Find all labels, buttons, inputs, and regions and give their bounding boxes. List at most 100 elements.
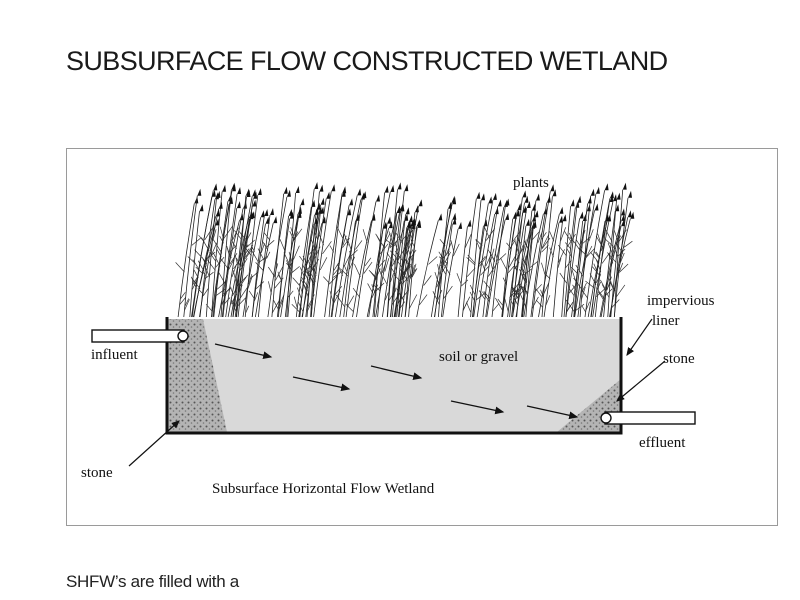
plant-leaf [400,233,408,242]
flow-arrow [370,365,423,380]
plant-seed-head [622,182,627,190]
plant-leaf [476,292,486,300]
plant-seed-head [405,207,410,215]
plant-leaf [590,251,600,264]
plant-leaf [184,298,190,307]
plant-seed-head [264,209,269,216]
plant-seed-head [215,209,220,217]
plant-leaf [605,281,612,291]
plant-leaf [209,252,217,262]
plant-leaf [594,251,600,259]
plant-leaf [291,231,299,245]
plant-leaf [307,294,315,308]
plant-seed-head [615,204,620,212]
plant-leaf [597,281,602,290]
plant-leaf [581,289,589,299]
plant-leaf [566,248,573,258]
effluent-pipe [600,411,696,425]
plant-seed-head [579,211,584,219]
plant-seed-head [237,187,242,194]
plant-seed-head [218,201,223,209]
plant-leaf [375,233,385,248]
plant-seed-head [627,210,632,218]
plant-seed-head [515,209,520,217]
plant-leaf [475,238,483,247]
plant-leaf [466,257,476,266]
plant-leaf [621,245,625,254]
plant-leaf [388,290,396,302]
plant-leaf [541,237,551,250]
page-title: SUBSURFACE FLOW CONSTRUCTED WETLAND [66,46,668,76]
plant-stalk [574,203,589,318]
plant-seed-head [546,195,551,203]
plant-seed-head [481,193,485,201]
plant-stalk [234,206,253,318]
plant-leaf [618,252,625,266]
plant-leaf [535,288,543,298]
plant-leaf [260,242,265,253]
plant-leaf [549,231,555,242]
plant-leaf [529,260,539,268]
plant-leaf [549,247,554,258]
plant-leaf [291,304,301,313]
plant-stalk [313,191,332,318]
plant-leaf [624,240,633,248]
plant-leaf [334,285,343,296]
plant-seed-head [522,190,527,198]
plant-seed-head [387,216,392,224]
plant-stalk [335,195,358,318]
plant-seed-head [229,196,233,204]
plant-seed-head [397,182,402,190]
plant-stalk [271,193,285,318]
plant-leaf [585,248,595,259]
plant-stalk [328,196,343,318]
plant-seed-head [590,188,595,196]
plant-seed-head [492,192,497,200]
plant-leaf [192,275,199,285]
plant-leaf [504,298,509,312]
plant-leaf [541,234,550,249]
plant-seed-head [497,199,502,207]
plant-leaf [242,244,252,257]
plant-stalk [377,223,388,318]
plant-leaf [483,280,492,292]
plant-leaf [495,297,504,312]
plant-leaf [228,258,235,270]
plant-stalk [267,196,288,318]
plant-leaf [519,293,527,307]
plant-leaf [604,227,613,242]
plant-leaf [290,266,300,274]
plant-stalk [430,204,453,318]
label-influent: influent [91,347,138,363]
plant-leaf [261,240,269,251]
plant-leaf [613,230,619,242]
plant-seed-head [341,189,346,197]
flow-arrows [214,343,579,420]
plant-leaf [423,275,432,286]
plant-seed-head [416,219,421,227]
plant-seed-head [418,199,423,207]
plant-seed-head [384,185,389,193]
plant-seed-head [283,186,288,194]
plant-leaf [464,233,472,248]
plant-leaf [461,279,469,287]
plant-leaf [354,263,361,278]
plant-leaf [521,268,528,282]
plant-leaf [278,299,284,310]
plant-leaf [593,263,598,272]
plant-stalk [507,202,525,318]
plant-leaf [569,236,577,245]
plant-leaf [487,249,496,262]
plant-leaf [345,304,354,313]
plant-seed-head [399,203,404,211]
plant-leaf [582,236,591,244]
plant-stalk [472,203,489,318]
plant-leaf [255,262,264,272]
plant-stalk [482,206,499,318]
plant-leaf [512,230,521,242]
label-effluent: effluent [639,435,686,451]
plant-stalk [287,213,299,318]
plant-leaf [569,289,575,297]
plant-seed-head [517,203,522,211]
stone-right-leader-line [616,360,666,402]
